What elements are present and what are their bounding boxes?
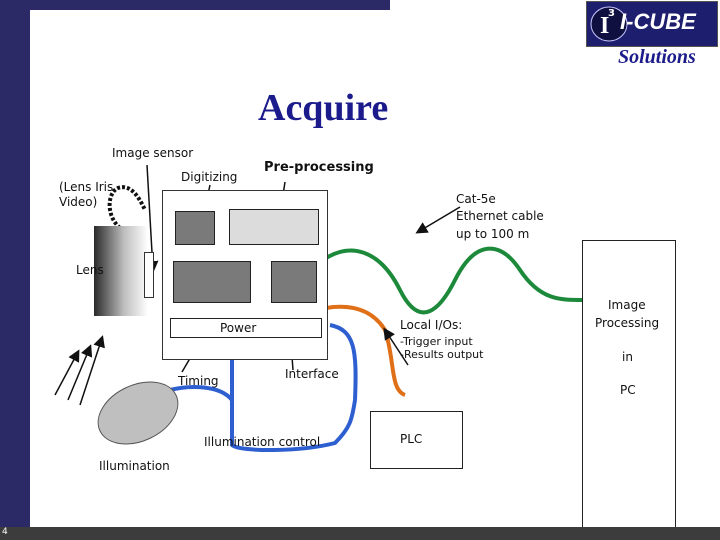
arrow-cat5e	[415, 206, 461, 234]
label-image-processing-2: Processing	[595, 316, 660, 330]
plc-box	[370, 411, 463, 469]
label-local-ios: Local I/Os:	[400, 318, 463, 332]
lens	[94, 226, 148, 316]
bottom-footer-bar	[0, 527, 720, 540]
label-cat5e-2: Ethernet cable	[456, 209, 544, 223]
label-illumination: Illumination	[99, 459, 170, 473]
top-header-bar	[0, 0, 390, 10]
label-illumination-control: Illumination control	[204, 435, 321, 449]
light-ray-2	[67, 344, 93, 401]
label-digitizing: Digitizing	[181, 170, 238, 184]
power-box	[170, 318, 322, 338]
slide-title: Acquire	[258, 87, 389, 129]
subtitle-solutions: Solutions	[618, 46, 696, 68]
digitizing-chip	[175, 211, 215, 245]
label-lens: Lens	[76, 263, 104, 277]
label-pre-processing: Pre-processing	[264, 160, 374, 175]
label-lens-iris-1: (Lens Iris	[59, 180, 114, 194]
svg-text:I: I	[600, 13, 609, 39]
interface-chip	[271, 261, 317, 303]
arrow-local-io	[383, 327, 409, 366]
illumination-cable-lamp	[169, 385, 234, 402]
logo: I 3	[586, 1, 718, 47]
label-plc: PLC	[400, 432, 423, 446]
label-interface: Interface	[285, 367, 339, 381]
illumination-cable	[230, 323, 358, 453]
logo-emblem-icon: I	[590, 6, 628, 42]
label-image-sensor: Image sensor	[112, 146, 194, 160]
logo-text: I-CUBE	[620, 9, 696, 34]
local-io-cable	[325, 304, 406, 397]
iris-cable	[107, 185, 147, 230]
label-cat5e-1: Cat-5e	[456, 192, 496, 206]
label-timing: Timing	[178, 374, 219, 388]
pre-processing-chip	[229, 209, 319, 245]
pc-box	[582, 240, 676, 535]
light-ray-1	[54, 349, 80, 396]
label-lens-iris-2: Video)	[59, 195, 98, 209]
label-pc: PC	[620, 383, 636, 397]
image-sensor-plate	[144, 252, 154, 298]
label-image-processing-1: Image	[608, 298, 646, 312]
label-results-output: -Results output	[400, 348, 484, 361]
light-ray-3	[79, 335, 105, 406]
ethernet-cable	[318, 246, 583, 315]
page-number: 4	[2, 527, 8, 537]
illumination-lamp	[97, 381, 179, 445]
label-in: in	[622, 350, 633, 364]
label-trigger-input: -Trigger input	[400, 335, 473, 348]
timing-chip	[173, 261, 251, 303]
left-decorative-strip	[0, 0, 30, 540]
label-power: Power	[220, 321, 257, 335]
logo-superscript: 3	[608, 8, 615, 19]
label-cat5e-3: up to 100 m	[456, 227, 530, 241]
